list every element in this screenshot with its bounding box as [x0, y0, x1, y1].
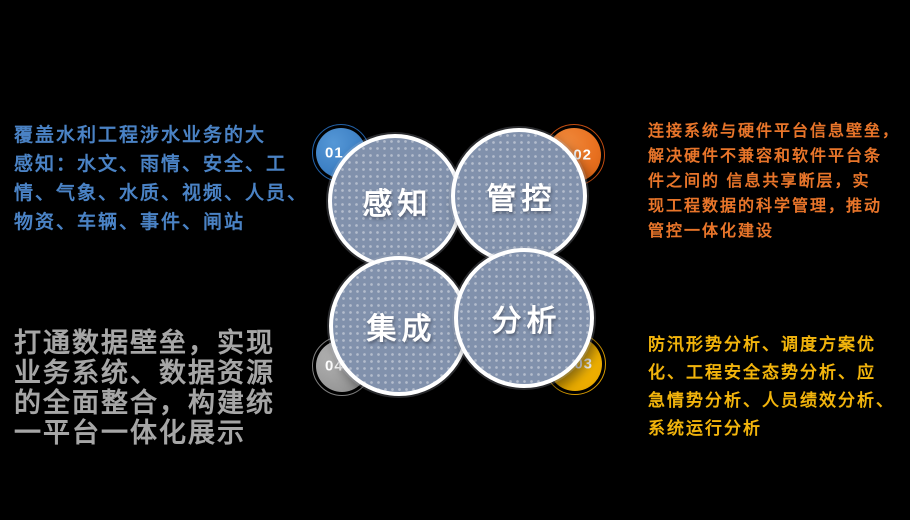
annotation-control: 连接系统与硬件平台信息壁垒， 解决硬件不兼容和软件平台条 件之间的 信息共享断层… — [648, 119, 910, 244]
annotation-line: 一平台一体化展示 — [14, 418, 246, 448]
circle-label: 集成 — [366, 313, 437, 346]
annotation-integration: 打通数据壁垒，实现 业务系统、数据资源 的全面整合，构建统 一平台一体化展示 — [14, 328, 306, 448]
annotation-line: 管控一体化建设 — [648, 223, 775, 240]
circle-label: 分析 — [491, 305, 562, 338]
annotation-line: 解决硬件不兼容和软件平台条 — [648, 148, 883, 165]
annotation-line: 系统运行分析 — [648, 419, 762, 438]
annotation-perception: 覆盖水利工程涉水业务的大 感知：水文、雨情、安全、工 情、气象、水质、视频、人员… — [14, 121, 306, 237]
annotation-line: 覆盖水利工程涉水业务的大 — [14, 125, 267, 146]
annotation-line: 件之间的 信息共享断层，实 — [648, 173, 871, 190]
circle-integration: 集成 — [329, 256, 469, 396]
annotation-line: 急情势分析、人员绩效分析、 — [648, 391, 895, 410]
circle-perception: 感知 — [328, 134, 462, 268]
circle-analysis: 分析 — [454, 248, 594, 388]
annotation-line: 物资、车辆、事件、闸站 — [14, 212, 246, 233]
badge-number: 01 — [325, 144, 344, 162]
annotation-line: 连接系统与硬件平台信息壁垒， — [648, 123, 901, 140]
annotation-analysis: 防汛形势分析、调度方案优 化、工程安全态势分析、应 急情势分析、人员绩效分析、 … — [648, 331, 910, 443]
annotation-line: 防汛形势分析、调度方案优 — [648, 335, 876, 354]
annotation-line: 化、工程安全态势分析、应 — [648, 363, 876, 382]
circle-label: 管控 — [486, 183, 557, 216]
annotation-line: 情、气象、水质、视频、人员、 — [14, 183, 309, 204]
annotation-line: 的全面整合，构建统 — [14, 388, 275, 418]
annotation-line: 业务系统、数据资源 — [14, 358, 275, 388]
annotation-line: 打通数据壁垒，实现 — [14, 328, 275, 358]
circle-control: 管控 — [451, 128, 587, 264]
circle-label: 感知 — [362, 188, 433, 221]
annotation-line: 感知：水文、雨情、安全、工 — [14, 154, 288, 175]
annotation-line: 现工程数据的科学管理，推动 — [648, 198, 883, 215]
